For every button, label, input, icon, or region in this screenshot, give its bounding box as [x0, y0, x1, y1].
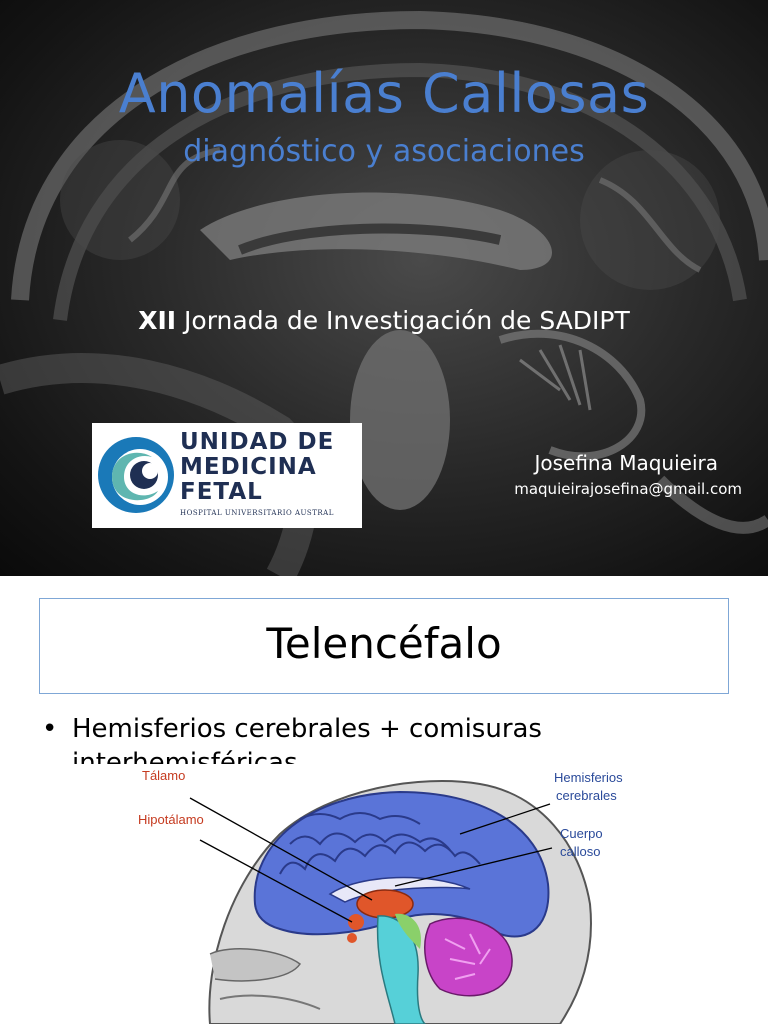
label-talamo: Tálamo: [142, 768, 186, 783]
bullet-dot: •: [42, 714, 58, 744]
event-title: Jornada de Investigación de SADIPT: [176, 306, 630, 335]
logo-line-4: HOSPITAL UNIVERSITARIO AUSTRAL: [180, 509, 334, 517]
brain-diagram: Tálamo Hipotálamo Hemisferios cerebrales…: [0, 764, 768, 1024]
logo-line-2: MEDICINA: [180, 454, 317, 480]
medicina-fetal-logo: UNIDAD DE MEDICINA FETAL HOSPITAL UNIVER…: [92, 423, 362, 528]
logo-line-3: FETAL: [180, 479, 263, 505]
event-name: XII Jornada de Investigación de SADIPT: [0, 306, 768, 335]
presentation-title: Anomalías Callosas: [118, 62, 650, 125]
logo-swirl-icon: [98, 437, 174, 513]
slide-title-box: Telencéfalo: [39, 598, 729, 694]
label-hipotalamo: Hipotálamo: [138, 812, 204, 827]
title-slide: Anomalías Callosas diagnóstico y asociac…: [0, 0, 768, 576]
label-cuerpo-1: Cuerpo: [560, 826, 603, 841]
brain-sagittal-illustration: [189, 780, 592, 1024]
mri-background-image: [0, 10, 768, 576]
event-edition: XII: [138, 306, 177, 335]
presenter-email[interactable]: maquieirajosefina@gmail.com: [514, 480, 742, 498]
label-cuerpo-2: calloso: [560, 844, 601, 859]
telencefalo-slide: Telencéfalo • Hemisferios cerebrales + c…: [0, 576, 768, 1024]
label-hemisferios-2: cerebrales: [556, 788, 617, 803]
presentation-subtitle: diagnóstico y asociaciones: [183, 134, 585, 169]
presenter-name: Josefina Maquieira: [534, 451, 718, 475]
label-hemisferios-1: Hemisferios: [554, 770, 623, 785]
slide-title: Telencéfalo: [266, 619, 502, 668]
logo-line-1: UNIDAD DE: [180, 429, 335, 455]
